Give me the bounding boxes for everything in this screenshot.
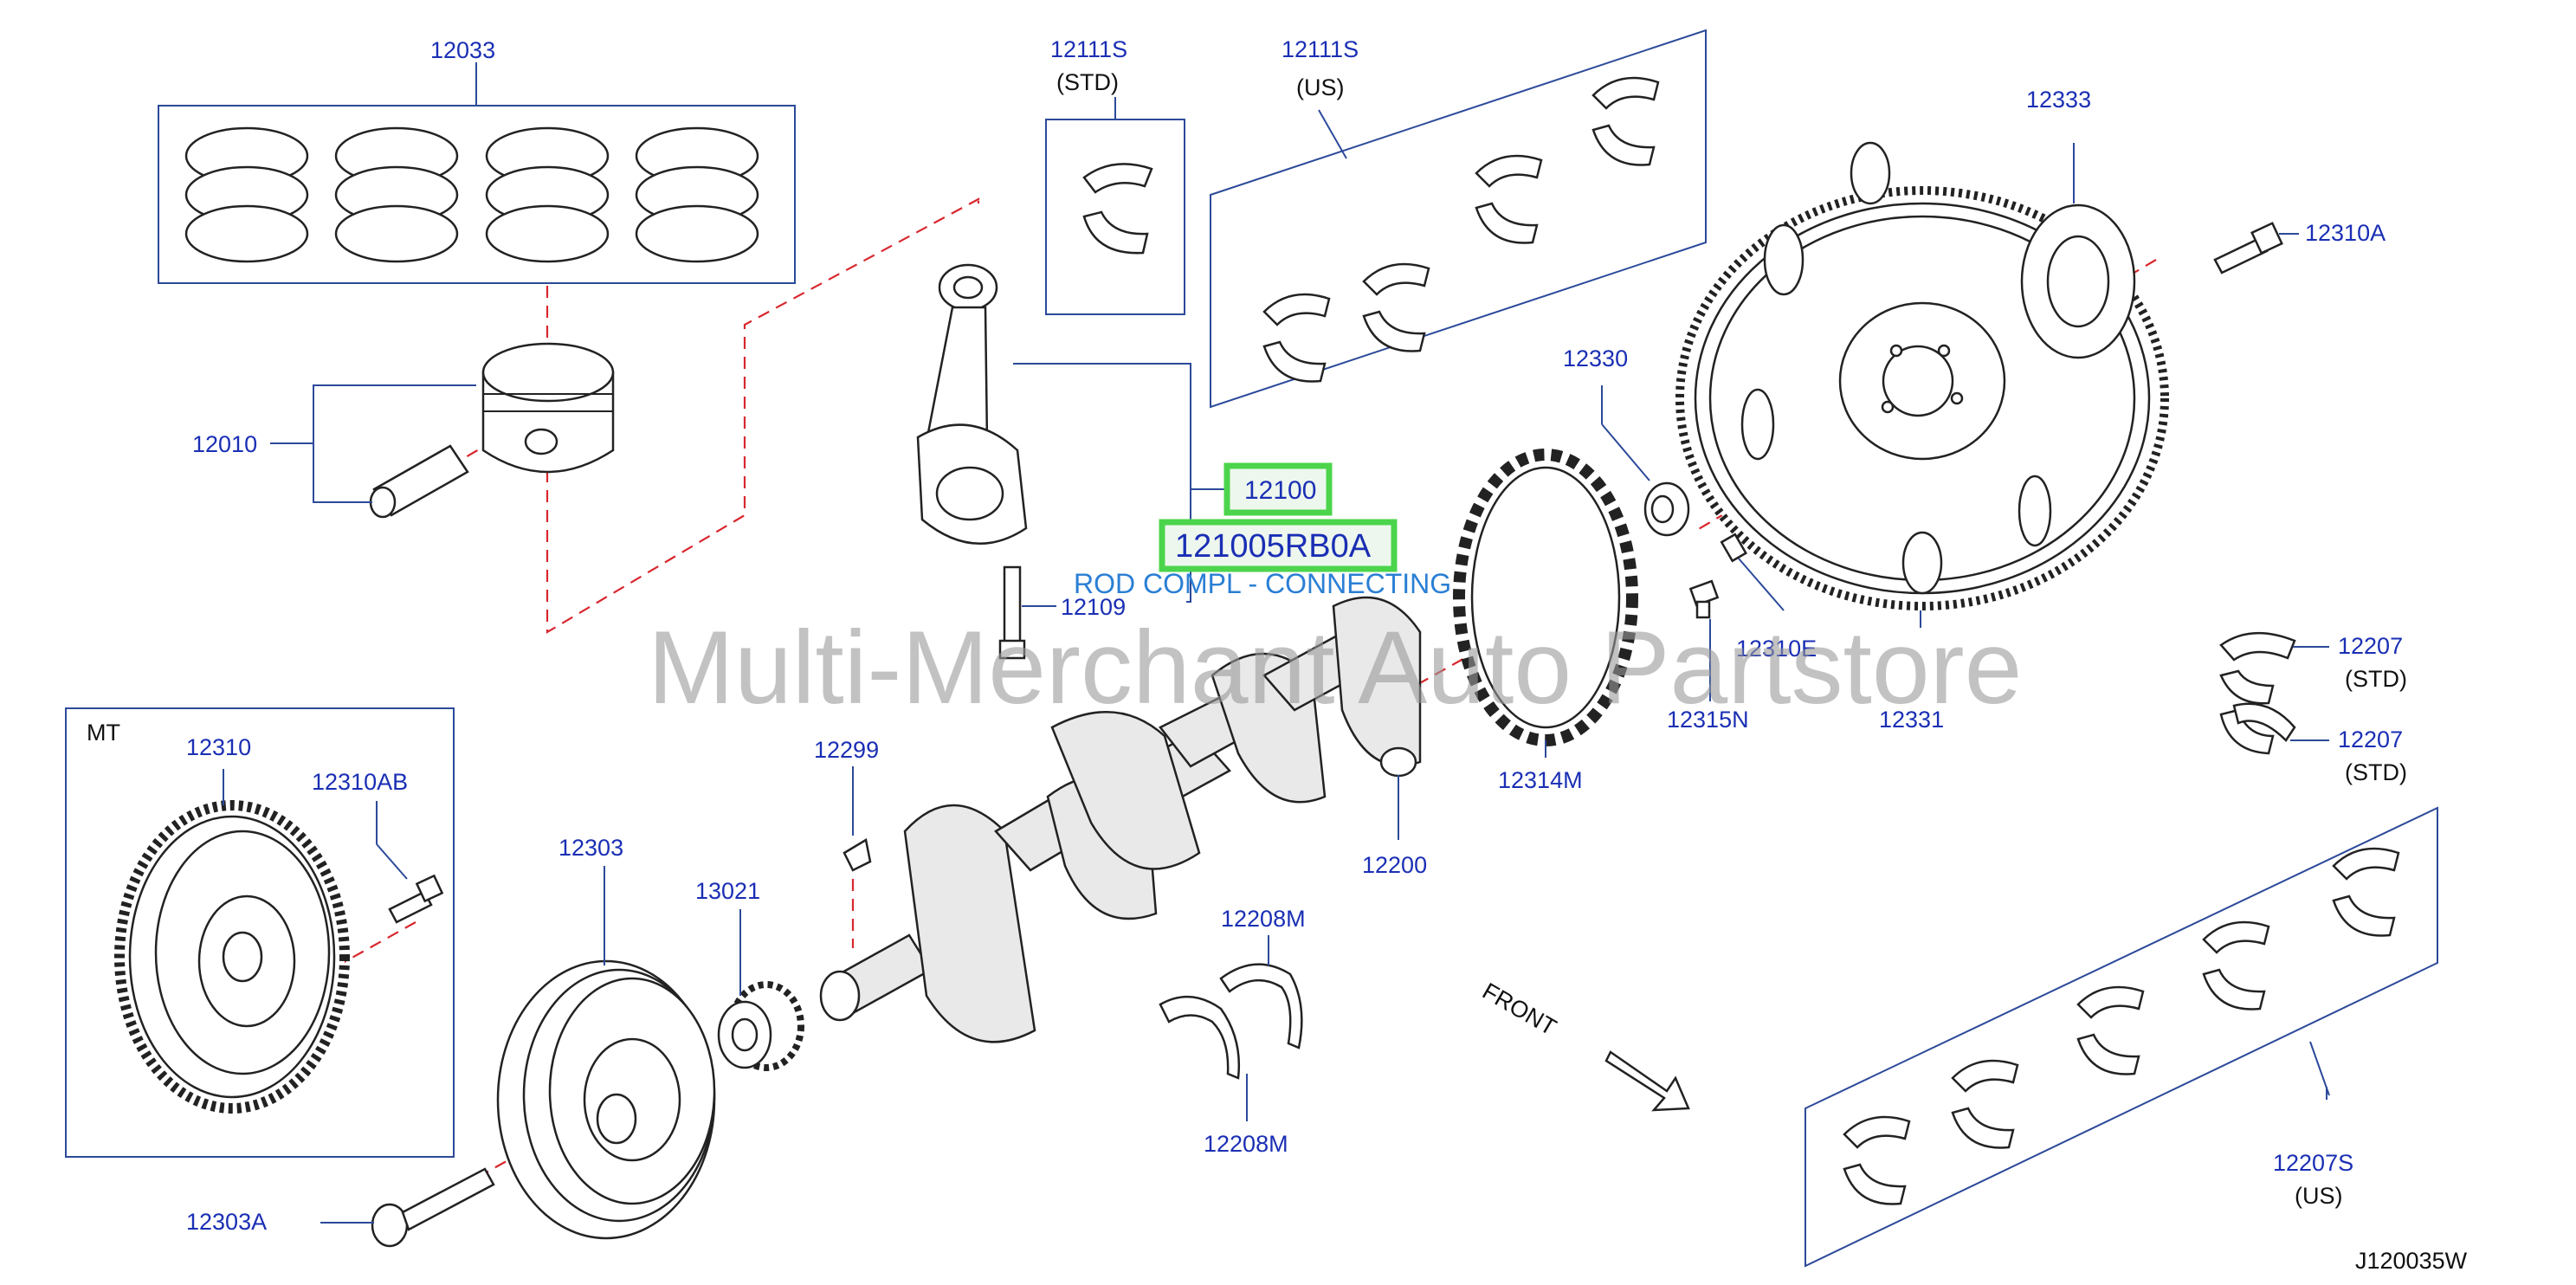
label-12208m-top[interactable]: 12208M: [1221, 906, 1306, 932]
pulley-bolt: [371, 1167, 495, 1248]
label-12033[interactable]: 12033: [430, 37, 495, 63]
main-bearing-us-set: [1843, 847, 2400, 1205]
flywheel-bolt: [2213, 222, 2283, 274]
mt-flywheel-bolt: [388, 874, 444, 924]
piston: [481, 342, 615, 474]
main-bearing-lower: [2219, 702, 2296, 755]
crank-pulley: [496, 959, 716, 1240]
label-12333[interactable]: 12333: [2026, 87, 2091, 113]
dash-piston-to-rod: [546, 197, 980, 634]
label-std-c: (STD): [2345, 759, 2407, 785]
label-12208m-bottom[interactable]: 12208M: [1204, 1131, 1288, 1157]
mt-flywheel: [114, 800, 350, 1114]
bolt-12310e: [1720, 533, 1748, 563]
rod-bearing-us: [1262, 76, 1660, 383]
label-12303[interactable]: 12303: [558, 835, 623, 861]
diagram-code: J120035W: [2355, 1248, 2468, 1274]
highlight-full-number-box[interactable]: [1159, 519, 1398, 572]
label-12303a[interactable]: 12303A: [186, 1209, 267, 1235]
selected-part-full-number[interactable]: 121005RB0A: [1175, 528, 1372, 565]
label-12111s-us[interactable]: 12111S: [1282, 36, 1359, 62]
flywheel-spacer: [2020, 203, 2136, 359]
main-bearing-us-box: [1804, 806, 2438, 1268]
leader-12100: [1013, 363, 1191, 603]
selected-part-number[interactable]: 12100: [1244, 476, 1316, 505]
label-12200[interactable]: 12200: [1362, 852, 1427, 878]
woodruff-key: [843, 838, 872, 872]
selected-part-description: ROD COMPL - CONNECTING: [1074, 568, 1451, 599]
piston-pin: [369, 444, 469, 519]
label-12310[interactable]: 12310: [186, 734, 251, 760]
label-12315n[interactable]: 12315N: [1667, 707, 1749, 733]
label-12207-2[interactable]: 12207: [2338, 726, 2403, 752]
bearing-us-box: [1210, 29, 1707, 409]
label-std-a: (STD): [1056, 69, 1119, 95]
pilot-bushing: [1643, 481, 1690, 537]
label-std-b: (STD): [2345, 666, 2407, 692]
label-12010[interactable]: 12010: [192, 431, 257, 457]
front-arrow-icon: [1604, 1050, 1690, 1112]
label-13021[interactable]: 13021: [695, 878, 760, 904]
label-12310e[interactable]: 12310E: [1736, 636, 1817, 662]
rod-bearing-std: [1082, 163, 1153, 255]
mt-flywheel-box: [65, 707, 455, 1158]
watermark: Multi-Merchant Auto Partstore: [648, 610, 2022, 726]
label-12330[interactable]: 12330: [1563, 345, 1628, 371]
label-us-a: (US): [1296, 74, 1345, 100]
front-label: FRONT: [1478, 978, 1561, 1040]
leader-12207s-b: [2309, 1041, 2330, 1096]
label-12299[interactable]: 12299: [814, 737, 879, 763]
crankshaft: [819, 596, 1422, 1043]
label-12314m[interactable]: 12314M: [1498, 767, 1583, 793]
label-12109[interactable]: 12109: [1061, 594, 1126, 620]
highlight-12100-box[interactable]: [1223, 462, 1333, 516]
label-12310ab[interactable]: 12310AB: [312, 769, 408, 795]
rod-bolt: [998, 565, 1026, 660]
thrust-washer-lower: [1159, 995, 1241, 1080]
bearing-std-box: [1045, 119, 1185, 315]
leader-12310e: [1738, 558, 1785, 611]
label-12207-1[interactable]: 12207: [2338, 633, 2403, 659]
label-12207s[interactable]: 12207S: [2273, 1150, 2353, 1176]
label-12310a[interactable]: 12310A: [2305, 220, 2386, 246]
connecting-rod: [916, 263, 1028, 545]
crank-sprocket: [717, 981, 804, 1071]
label-mt: MT: [87, 720, 120, 746]
label-us-b: (US): [2295, 1183, 2343, 1209]
piston-rings: [184, 126, 759, 263]
bolt-12315n: [1688, 579, 1720, 619]
label-12111s-std[interactable]: 12111S: [1050, 36, 1127, 62]
leader-12111s-us: [1318, 109, 1347, 159]
main-bearing-upper: [2219, 631, 2296, 705]
label-12331[interactable]: 12331: [1879, 707, 1944, 733]
